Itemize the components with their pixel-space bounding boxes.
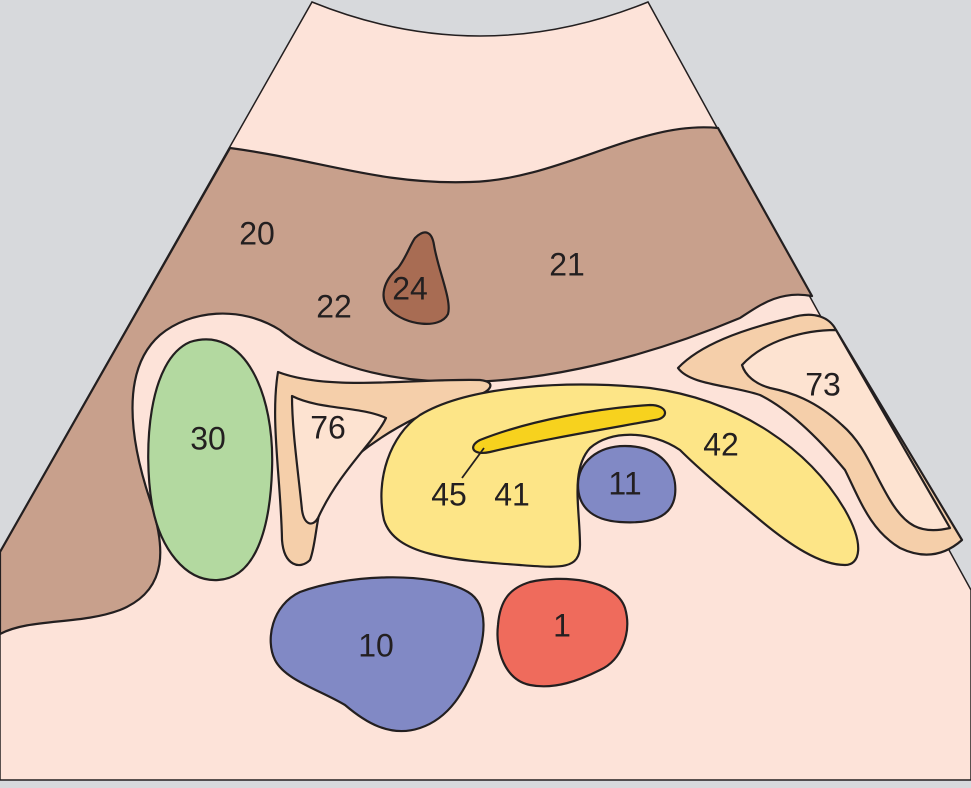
label-11: 11: [608, 465, 641, 501]
label-22: 22: [316, 288, 352, 324]
structure-73-inner: [740, 328, 952, 532]
structure-24: [382, 231, 450, 325]
pancreatic-duct: [472, 403, 666, 454]
vessel-11: [576, 444, 677, 524]
structure-30: [147, 338, 274, 582]
label-24: 24: [392, 270, 428, 306]
label-45: 45: [431, 476, 467, 512]
pancreas: [380, 383, 860, 568]
label-20: 20: [239, 215, 275, 251]
vessel-10: [269, 576, 485, 733]
liver-region: [0, 126, 814, 636]
label-76: 76: [310, 409, 346, 445]
label-30: 30: [190, 420, 226, 456]
label-10: 10: [358, 627, 394, 663]
label-21: 21: [549, 246, 585, 282]
structure-76-inner: [290, 394, 388, 525]
label-42: 42: [703, 426, 739, 462]
label-1: 1: [553, 607, 571, 643]
label-41: 41: [494, 476, 530, 512]
label-73: 73: [805, 366, 841, 402]
vessel-1: [496, 577, 629, 688]
label-45-pointer: [461, 447, 485, 479]
